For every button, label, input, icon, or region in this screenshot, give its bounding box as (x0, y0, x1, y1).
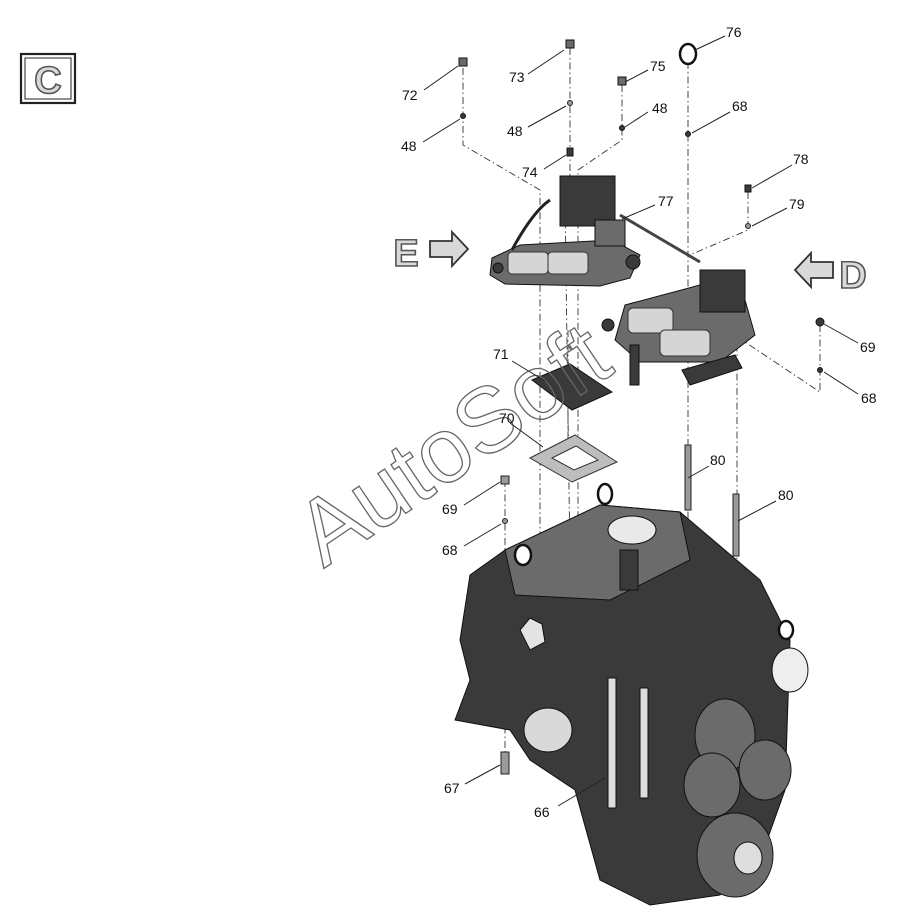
callout-72: 72 (402, 87, 418, 103)
callout-66: 66 (534, 804, 550, 820)
callout-69: 69 (442, 501, 458, 517)
callout-76: 76 (726, 24, 742, 40)
callout-68: 68 (442, 542, 458, 558)
callout-78: 78 (793, 151, 809, 167)
valve-block-lower (601, 269, 756, 386)
valve-block-upper (489, 175, 701, 287)
direction-label-e: E (393, 233, 418, 275)
direction-label-d: D (839, 255, 866, 297)
view-label: C (34, 60, 61, 102)
direction-marker-e: E (393, 229, 470, 276)
gasket-and-plate (528, 363, 619, 483)
direction-marker-d: D (793, 250, 868, 298)
arrow-right-icon (429, 229, 470, 269)
callout-74: 74 (522, 164, 538, 180)
callout-80: 80 (778, 487, 794, 503)
callout-79: 79 (789, 196, 805, 212)
callout-numbers: 72 73 75 76 48 48 48 68 74 77 78 79 69 6… (401, 24, 877, 820)
arrow-left-icon (793, 250, 834, 290)
callout-75: 75 (650, 58, 666, 74)
callout-48: 48 (507, 123, 523, 139)
callout-77: 77 (658, 193, 674, 209)
callout-48: 48 (652, 100, 668, 116)
callout-80: 80 (710, 452, 726, 468)
callout-70: 70 (499, 410, 515, 426)
callout-69: 69 (860, 339, 876, 355)
callout-68: 68 (861, 390, 877, 406)
view-label-box: C (19, 52, 77, 105)
leader-lines (422, 35, 859, 807)
callout-71: 71 (493, 346, 509, 362)
callout-73: 73 (509, 69, 525, 85)
callout-48: 48 (401, 138, 417, 154)
callout-68: 68 (732, 98, 748, 114)
transmission-housing (454, 482, 809, 906)
callout-67: 67 (444, 780, 460, 796)
